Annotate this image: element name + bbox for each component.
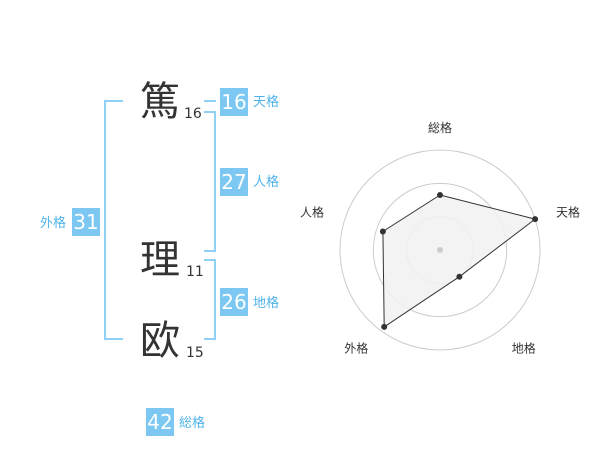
radar-axis-label-4: 外格 <box>344 341 368 356</box>
stroke-count-2: 11 <box>186 264 204 280</box>
soukaku-value: 42 <box>146 408 174 436</box>
radar-ring-2 <box>372 182 508 318</box>
soukaku-label: 総格 <box>179 416 206 431</box>
tenkaku-bracket <box>204 100 216 102</box>
chikaku-bracket <box>204 259 216 340</box>
gaikaku-label: 外格 <box>40 216 67 231</box>
radar-series-polygon <box>382 194 537 328</box>
gaikaku-value: 31 <box>72 208 100 236</box>
radar-point-3 <box>456 273 463 280</box>
radar-ring-3 <box>339 149 541 351</box>
name-char-2: 理 <box>140 237 180 283</box>
radar-axis-label-1: 総格 <box>428 120 452 135</box>
stroke-count-3: 15 <box>186 345 204 361</box>
radar-center-dot <box>437 247 443 253</box>
jinkaku-label: 人格 <box>253 175 280 190</box>
radar-axis-label-3: 地格 <box>512 341 536 356</box>
radar-point-5 <box>379 228 386 235</box>
chikaku-label: 地格 <box>253 296 280 311</box>
chikaku-value: 26 <box>220 288 248 316</box>
tenkaku-label: 天格 <box>253 95 280 110</box>
jinkaku-bracket <box>204 111 216 252</box>
radar-axis-label-5: 人格 <box>300 204 324 219</box>
stroke-count-1: 16 <box>184 106 202 122</box>
name-char-1: 篤 <box>140 79 180 125</box>
gaikaku-bracket <box>104 100 123 340</box>
radar-point-1 <box>437 192 443 198</box>
radar-axis-label-2: 天格 <box>556 204 580 219</box>
jinkaku-value: 27 <box>220 168 248 196</box>
radar-point-2 <box>532 216 539 223</box>
radar-point-4 <box>381 323 388 330</box>
name-char-3: 欧 <box>140 318 180 364</box>
tenkaku-value: 16 <box>220 88 248 116</box>
